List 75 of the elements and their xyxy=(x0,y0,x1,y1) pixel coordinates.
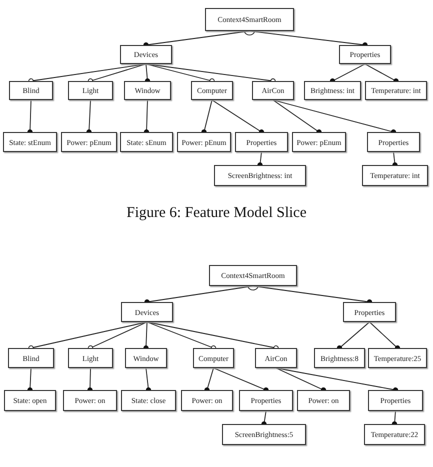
connector xyxy=(28,322,148,351)
feature-box xyxy=(68,348,113,368)
connector xyxy=(276,368,398,393)
connector xyxy=(272,100,396,135)
feature-box xyxy=(181,390,233,411)
feature-box xyxy=(304,81,361,100)
connector xyxy=(392,410,398,427)
feature-box xyxy=(121,302,173,322)
feature-box xyxy=(368,348,427,368)
feature-box xyxy=(367,132,420,152)
connector xyxy=(261,410,267,427)
connector xyxy=(201,100,212,135)
feature-box xyxy=(292,132,346,152)
connector xyxy=(146,64,215,84)
connector xyxy=(28,64,146,84)
feature-box xyxy=(8,348,54,368)
connector xyxy=(27,368,33,393)
connector xyxy=(88,64,146,84)
feature-box xyxy=(222,424,306,445)
connector xyxy=(146,64,276,84)
connector xyxy=(392,152,398,168)
connector xyxy=(144,100,150,135)
connector xyxy=(276,368,326,393)
connector xyxy=(249,30,368,48)
connector xyxy=(272,100,322,135)
connector xyxy=(369,322,400,351)
feature-box xyxy=(205,8,294,31)
feature-box xyxy=(252,81,294,100)
feature-box xyxy=(314,348,365,368)
connector xyxy=(257,152,263,168)
feature-box xyxy=(68,81,113,100)
connector xyxy=(213,368,269,393)
feature-box xyxy=(235,132,288,152)
feature-box xyxy=(124,81,171,100)
connector xyxy=(144,64,150,84)
feature-box xyxy=(121,390,176,411)
connector xyxy=(212,100,264,135)
connector xyxy=(330,64,366,84)
feature-box xyxy=(120,132,173,152)
feature-box xyxy=(63,390,117,411)
connector xyxy=(146,368,152,393)
connector xyxy=(364,64,399,84)
feature-box xyxy=(364,424,425,445)
feature-box xyxy=(297,390,350,411)
connector xyxy=(27,100,33,135)
feature-box xyxy=(193,348,234,368)
connector xyxy=(143,30,250,48)
figure-caption: Figure 6: Feature Model Slice xyxy=(126,205,308,222)
feature-box xyxy=(214,165,306,186)
connector xyxy=(146,322,279,351)
feature-box xyxy=(365,81,427,100)
feature-box xyxy=(362,165,428,186)
feature-box xyxy=(61,132,117,152)
connector xyxy=(143,322,149,351)
feature-box xyxy=(209,265,297,286)
feature-box xyxy=(3,132,57,152)
connector xyxy=(146,322,216,351)
connector xyxy=(87,368,93,393)
connector xyxy=(88,322,148,351)
feature-box xyxy=(368,390,423,411)
connector xyxy=(204,368,214,393)
feature-box xyxy=(339,45,391,64)
feature-box xyxy=(120,45,172,64)
connector xyxy=(86,100,92,135)
feature-box xyxy=(239,390,293,411)
feature-box xyxy=(9,81,53,100)
feature-box xyxy=(191,81,233,100)
feature-box xyxy=(4,390,56,411)
connector xyxy=(336,322,370,351)
feature-box xyxy=(177,132,231,152)
feature-box xyxy=(125,348,167,368)
feature-box xyxy=(255,348,297,368)
connector xyxy=(252,286,372,305)
connector xyxy=(144,286,254,305)
feature-box xyxy=(343,302,396,322)
